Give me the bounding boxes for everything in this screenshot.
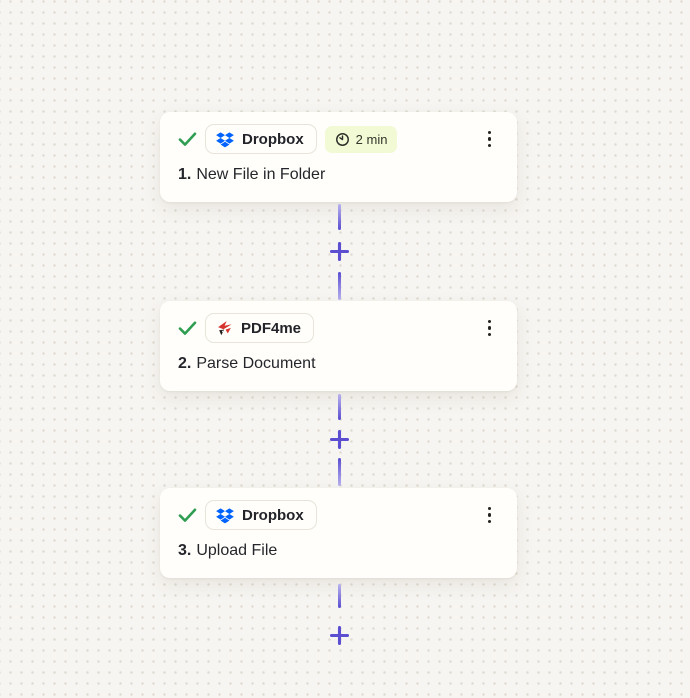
connector-line (337, 272, 341, 300)
connector-2 (327, 394, 351, 486)
step-title: 1.New File in Folder (178, 166, 497, 184)
kebab-menu-icon[interactable] (482, 316, 497, 340)
plus-icon (329, 429, 349, 449)
step-number: 1. (178, 166, 192, 183)
connector-line (337, 394, 341, 420)
app-chip-dropbox[interactable]: Dropbox (205, 500, 317, 530)
step-title-text: New File in Folder (196, 166, 326, 183)
pdf4me-icon (216, 320, 233, 337)
step-card-2[interactable]: PDF4me 2.Parse Document (160, 301, 517, 391)
check-icon (178, 508, 197, 523)
duration-badge[interactable]: 2 min (324, 125, 398, 153)
app-chip-label: Dropbox (242, 130, 304, 148)
add-step-button[interactable] (328, 240, 350, 262)
app-chip-dropbox[interactable]: Dropbox (205, 124, 317, 154)
step-card-3-header: Dropbox (178, 500, 497, 530)
add-step-button[interactable] (328, 428, 350, 450)
plus-icon (329, 241, 349, 261)
connector-line (337, 204, 341, 230)
connector-3 (327, 584, 351, 646)
step-title-text: Parse Document (196, 355, 316, 372)
check-icon (178, 321, 197, 336)
step-title: 3.Upload File (178, 542, 497, 560)
connector-1 (327, 204, 351, 300)
connector-line (337, 458, 341, 486)
connector-line (337, 584, 341, 608)
step-card-1-header: Dropbox 2 min (178, 124, 497, 154)
add-step-button[interactable] (328, 624, 350, 646)
app-chip-pdf4me[interactable]: PDF4me (205, 313, 315, 343)
clock-icon (335, 132, 350, 147)
step-title: 2.Parse Document (178, 355, 497, 373)
duration-label: 2 min (355, 131, 388, 147)
step-number: 3. (178, 542, 192, 559)
app-chip-label: Dropbox (242, 506, 304, 524)
dropbox-icon (216, 507, 234, 524)
app-chip-label: PDF4me (241, 319, 302, 337)
step-card-3[interactable]: Dropbox 3.Upload File (160, 488, 517, 578)
step-number: 2. (178, 355, 192, 372)
kebab-menu-icon[interactable] (482, 127, 497, 151)
kebab-menu-icon[interactable] (482, 503, 497, 527)
step-card-1[interactable]: Dropbox 2 min 1.New File in Folder (160, 112, 517, 202)
step-title-text: Upload File (196, 542, 278, 559)
step-card-2-header: PDF4me (178, 313, 497, 343)
plus-icon (329, 625, 349, 645)
check-icon (178, 132, 197, 147)
dropbox-icon (216, 131, 234, 148)
